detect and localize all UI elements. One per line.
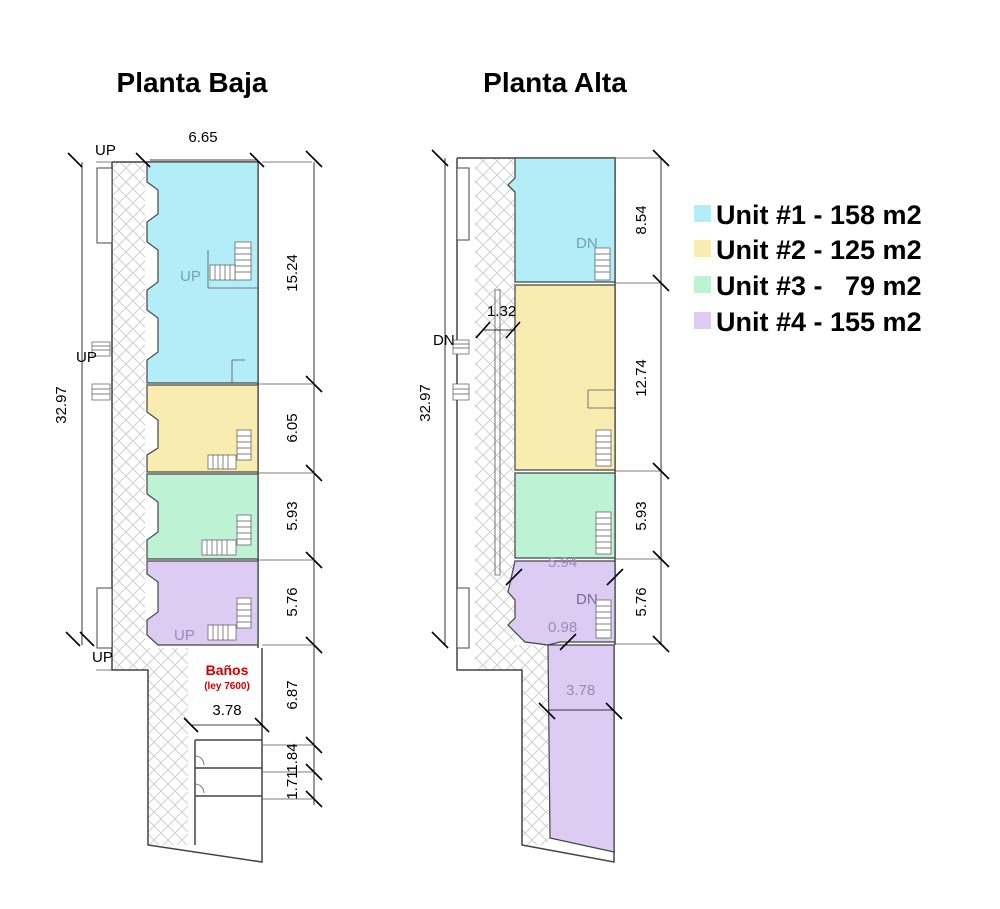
ground-floor-plan: UP UP UP UP UP Baños (ley 7600) 6.65 32.… <box>53 129 323 863</box>
upper-dim-seg3: 5.93 <box>633 501 650 530</box>
upper-dim-seg2: 12.74 <box>633 359 650 397</box>
upper-dn-label-left: DN <box>433 332 455 349</box>
legend-swatch-unit3 <box>694 276 711 293</box>
upper-unit4-area <box>507 560 616 646</box>
upper-unit1-area <box>507 157 616 283</box>
legend-label-unit3: Unit #3 - 79 m2 <box>716 271 922 301</box>
ground-up-label-mid: UP <box>76 349 97 366</box>
upper-unit4-rear-width-dim: 3.78 <box>566 682 595 699</box>
upper-inner-wall <box>494 289 501 576</box>
ground-partitions <box>207 250 258 383</box>
ground-up-label-top: UP <box>95 142 116 159</box>
upper-right-ticks <box>652 149 670 653</box>
ground-dim-seg7: 1.71 <box>284 770 301 799</box>
ground-width-dim: 6.65 <box>188 129 217 146</box>
banos-width-ticks <box>183 717 270 733</box>
ground-dim-seg3: 5.93 <box>284 501 301 530</box>
ground-unit1-area <box>146 161 259 384</box>
ground-dim-seg2: 6.05 <box>284 413 301 442</box>
upper-width-ticks <box>505 568 624 720</box>
ground-stairs <box>91 241 252 641</box>
ground-dim-seg4: 5.76 <box>284 587 301 616</box>
legend-label-unit4: Unit #4 - 155 m2 <box>716 307 922 337</box>
upper-pilaster-bottom <box>456 587 470 649</box>
ground-up-label-bottom: UP <box>92 649 113 666</box>
upper-unit4-rear-area <box>547 644 615 853</box>
upper-unit4-dn-label: DN <box>576 591 598 608</box>
banos-note: (ley 7600) <box>204 681 250 692</box>
upper-total-dim: 32.97 <box>417 384 434 422</box>
ground-dim-seg5: 6.87 <box>284 680 301 709</box>
upper-unit4-width-dim: 5.94 <box>548 554 577 571</box>
ground-unit2-area <box>146 384 259 473</box>
upper-unit2-area <box>514 284 616 471</box>
ground-pilaster-top <box>96 167 113 244</box>
upper-dim-seg4: 5.76 <box>633 587 650 616</box>
ground-unit3-area <box>146 473 259 560</box>
ground-bathroom-doors <box>194 755 205 794</box>
legend-swatch-unit2 <box>694 240 711 257</box>
ground-total-dim: 32.97 <box>53 386 70 424</box>
ground-pilaster-bottom <box>96 587 113 649</box>
legend: Unit #1 - 158 m2 Unit #2 - 125 m2 Unit #… <box>694 200 922 337</box>
legend-swatch-unit4 <box>694 312 711 329</box>
banos-title: Baños <box>206 662 249 678</box>
ground-unit4-area <box>146 560 259 646</box>
ground-dim-seg1: 15.24 <box>284 254 301 292</box>
upper-unit1-dn-label: DN <box>576 235 598 252</box>
upper-floor-title: Planta Alta <box>483 67 627 98</box>
ground-floor-title: Planta Baja <box>117 67 268 98</box>
ground-edge-lines <box>96 161 112 671</box>
upper-floor-plan: DN DN DN 5.94 0.98 3.78 1.32 32.97 8.54 … <box>417 149 670 863</box>
ground-corridor <box>112 162 188 845</box>
ground-total-ticks <box>65 631 95 647</box>
upper-pilaster-top <box>456 167 470 241</box>
upper-stairs <box>452 247 612 639</box>
ground-unit1-up-label: UP <box>180 268 201 285</box>
banos-width-dim: 3.78 <box>212 702 241 719</box>
ground-dim-seg6: 1.84 <box>284 743 301 772</box>
legend-label-unit2: Unit #2 - 125 m2 <box>716 235 922 265</box>
upper-unit4-gap-dim: 0.98 <box>548 619 577 636</box>
upper-inner-width-dim: 1.32 <box>487 303 516 320</box>
ground-bathroom-walls <box>194 739 262 845</box>
ground-unit4-up-label: UP <box>174 627 195 644</box>
legend-label-unit1: Unit #1 - 158 m2 <box>716 200 922 230</box>
ground-dim-ext-lines <box>258 383 314 800</box>
upper-dim-seg1: 8.54 <box>633 205 650 234</box>
upper-partitions <box>587 389 615 409</box>
upper-unit3-area <box>514 472 616 559</box>
upper-total-ticks <box>431 149 449 649</box>
upper-dim-ext-lines <box>615 157 661 645</box>
upper-inner-width-ticks <box>475 321 521 339</box>
legend-swatch-unit1 <box>694 205 711 222</box>
